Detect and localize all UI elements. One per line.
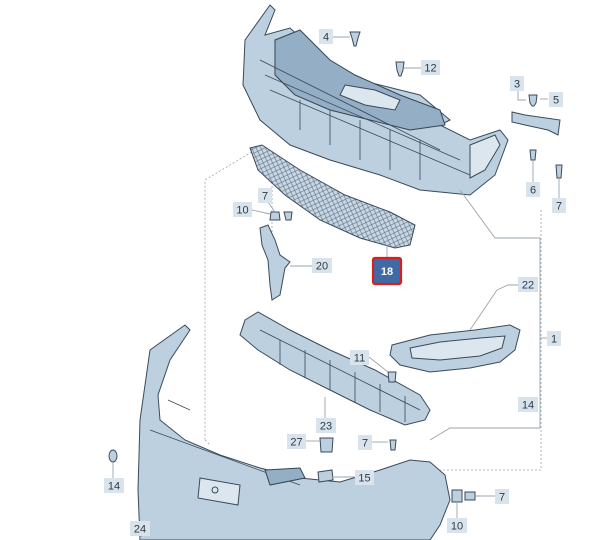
callout-18-highlighted[interactable]: 18	[371, 256, 403, 286]
bracket-20	[259, 224, 291, 301]
svg-text:10: 10	[451, 521, 463, 533]
callout-7-upper-left: 7	[258, 188, 272, 203]
svg-text:4: 4	[323, 32, 329, 44]
callout-10-upper: 10	[233, 202, 252, 217]
callout-15: 15	[355, 470, 374, 485]
svg-text:7: 7	[499, 492, 505, 504]
callout-3: 3	[510, 76, 524, 91]
callout-4: 4	[319, 29, 333, 44]
svg-text:12: 12	[424, 63, 436, 75]
svg-text:5: 5	[553, 95, 559, 107]
callout-22: 22	[518, 277, 538, 292]
svg-text:23: 23	[320, 421, 332, 433]
clip-11	[387, 371, 397, 383]
bumper-carrier	[242, 4, 509, 196]
svg-text:6: 6	[530, 185, 536, 197]
callout-7-right: 7	[552, 198, 566, 213]
svg-text:22: 22	[522, 280, 534, 292]
callout-5: 5	[549, 92, 563, 107]
callout-14-right: 14	[518, 397, 538, 412]
callout-6: 6	[526, 182, 540, 197]
callout-14-left: 14	[104, 478, 124, 493]
svg-text:18: 18	[381, 266, 393, 278]
svg-text:20: 20	[316, 261, 328, 273]
svg-text:3: 3	[514, 79, 520, 91]
svg-text:7: 7	[556, 201, 562, 213]
callout-24: 24	[130, 521, 150, 536]
grille-18	[249, 144, 416, 249]
callout-20: 20	[312, 258, 332, 273]
svg-text:27: 27	[290, 437, 302, 449]
svg-text:14: 14	[108, 481, 120, 493]
impact-absorber-23	[239, 311, 431, 426]
guide-lines	[204, 149, 542, 471]
svg-text:7: 7	[362, 438, 368, 450]
callout-7-middle: 7	[358, 435, 372, 450]
svg-text:24: 24	[134, 524, 146, 536]
callout-23: 23	[316, 418, 336, 433]
fog-lamp-trim-22	[389, 324, 521, 373]
svg-text:14: 14	[522, 400, 534, 412]
clip-12	[395, 61, 405, 77]
callout-27: 27	[287, 434, 306, 449]
bumper-cover-24	[137, 324, 451, 540]
callout-12: 12	[421, 60, 440, 75]
svg-text:10: 10	[236, 205, 248, 217]
license-plate-area	[197, 477, 241, 506]
callout-11: 11	[350, 350, 369, 365]
svg-text:7: 7	[262, 191, 268, 203]
callout-10-lower: 10	[447, 518, 467, 533]
svg-text:15: 15	[358, 473, 370, 485]
screw-7-nut-10	[269, 211, 293, 221]
clip-4	[349, 31, 361, 47]
svg-text:1: 1	[551, 334, 557, 346]
callout-7-lower: 7	[495, 489, 509, 504]
callout-1: 1	[547, 331, 561, 346]
svg-text:11: 11	[354, 353, 365, 365]
leader-lines	[112, 36, 560, 539]
side-bracket-3	[511, 94, 563, 179]
